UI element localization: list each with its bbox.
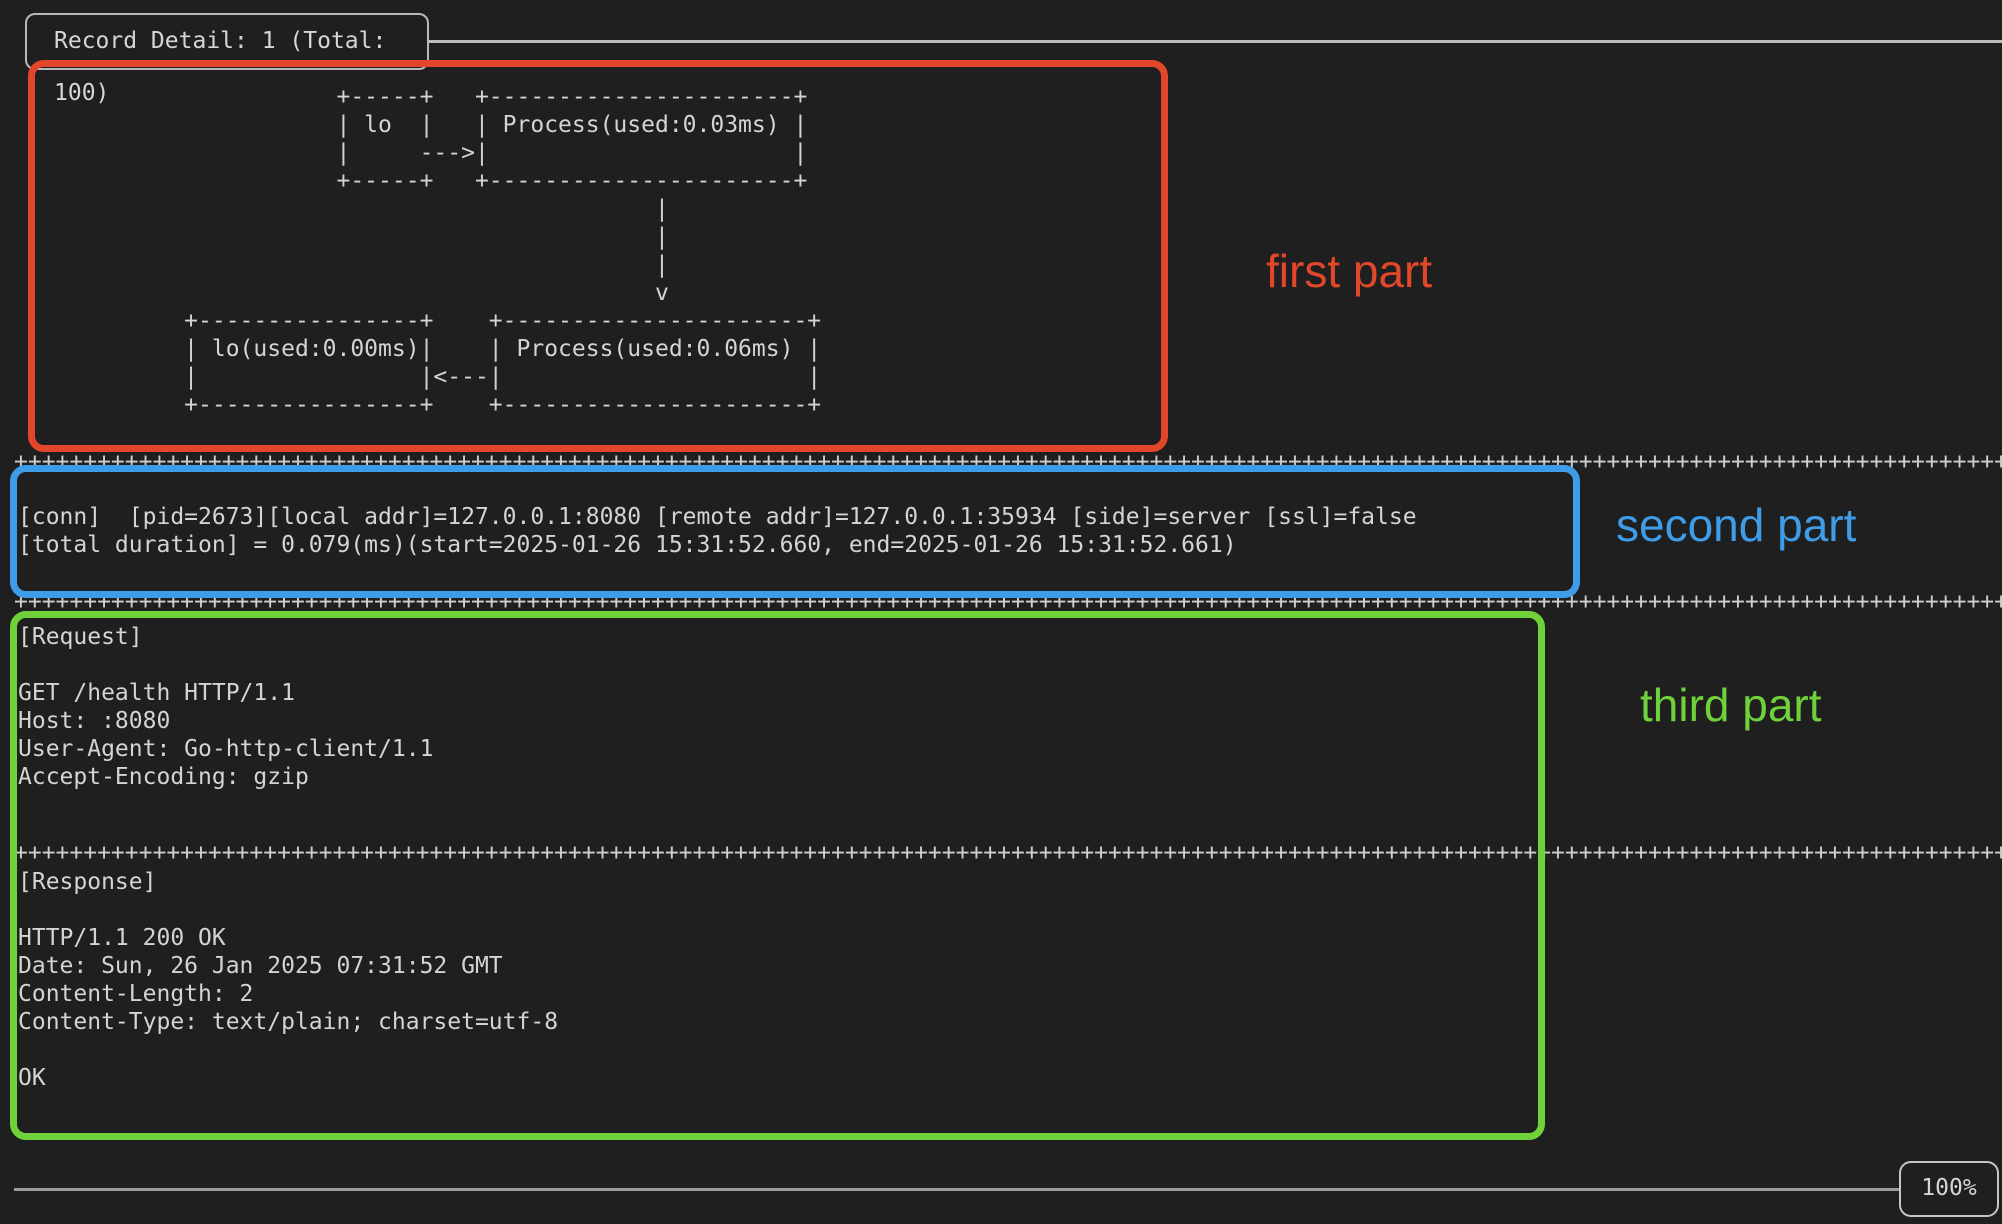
record-detail-title-tab: Record Detail: 1 (Total: 100) <box>25 13 429 106</box>
connection-summary: [conn] [pid=2673][local addr]=127.0.0.1:… <box>18 504 1417 558</box>
response-section: [Response] HTTP/1.1 200 OK Date: Sun, 26… <box>18 869 559 1091</box>
separator-row-3: ++++++++++++++++++++++++++++++++++++++++… <box>14 840 2002 866</box>
second-part-label: second part <box>1616 499 1857 551</box>
third-part-label: third part <box>1640 679 1822 731</box>
scroll-position-line <box>14 1188 1902 1191</box>
scroll-percentage-value: 100% <box>1921 1175 1977 1201</box>
separator-row-1: ++++++++++++++++++++++++++++++++++++++++… <box>14 449 2002 475</box>
flow-diagram: +-----+ +----------------------+ | lo | … <box>184 84 822 418</box>
panel-top-border <box>427 40 2002 43</box>
scroll-percentage-badge: 100% <box>1899 1161 1999 1217</box>
record-detail-title: Record Detail: 1 (Total: 100) <box>54 28 387 106</box>
first-part-label: first part <box>1266 245 1433 297</box>
separator-row-2: ++++++++++++++++++++++++++++++++++++++++… <box>14 589 2002 615</box>
request-section: [Request] GET /health HTTP/1.1 Host: :80… <box>18 624 434 790</box>
